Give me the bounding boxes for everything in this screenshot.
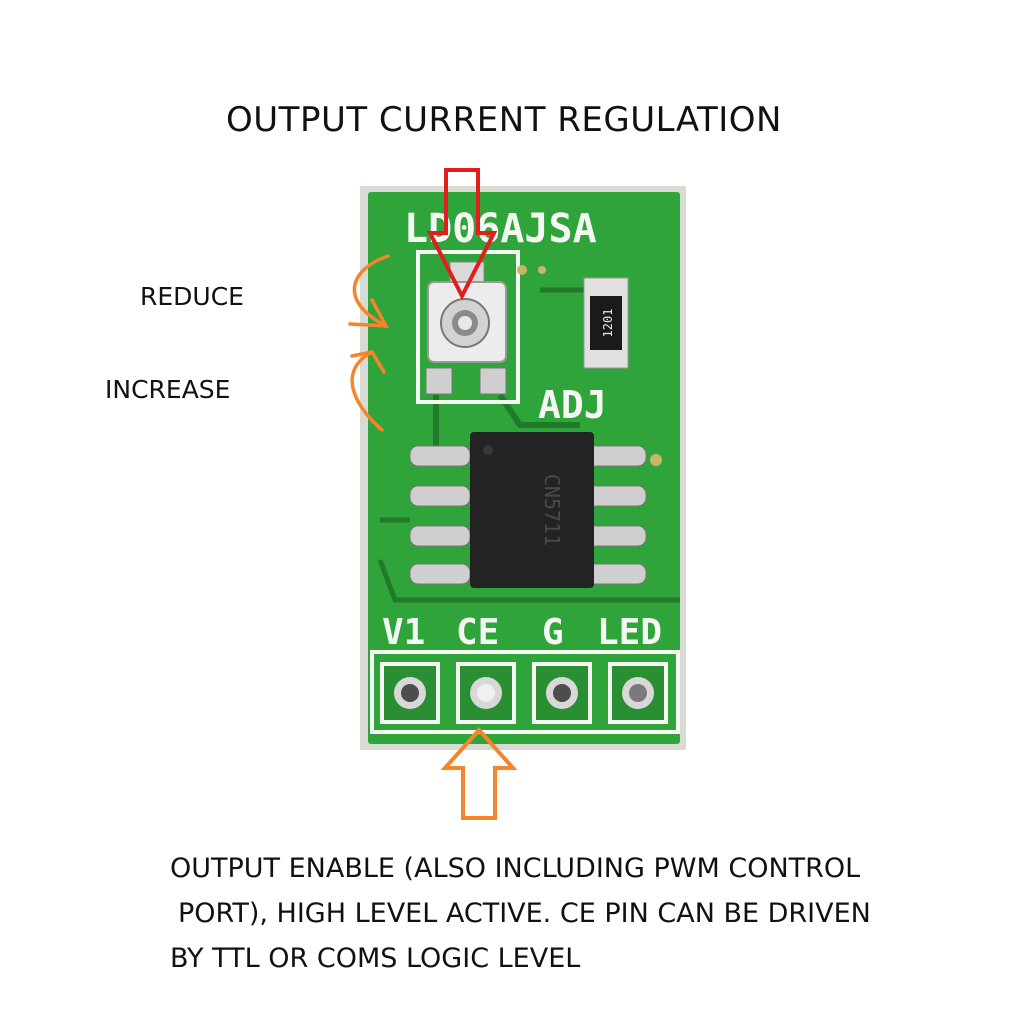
increase-label: INCREASE xyxy=(105,375,231,404)
output-enable-description: OUTPUT ENABLE (ALSO INCLUDING PWM CONTRO… xyxy=(168,846,928,981)
chip-marking: CN5711 xyxy=(540,474,564,546)
potentiometer[interactable] xyxy=(416,250,520,404)
ic-chip: CN5711 xyxy=(409,432,647,588)
description-line-1: OUTPUT ENABLE (ALSO INCLUDING PWM CONTRO… xyxy=(170,853,861,884)
pin-label-led: LED xyxy=(597,612,662,653)
pin-label-g: G xyxy=(542,612,564,653)
description-line-2: PORT), HIGH LEVEL ACTIVE. CE PIN CAN BE … xyxy=(178,898,871,929)
header-pins xyxy=(380,662,668,724)
pin-label-v1: V1 xyxy=(382,612,425,653)
pin-label-ce: CE xyxy=(456,612,499,653)
adj-label: ADJ xyxy=(538,383,607,427)
orange-arrow xyxy=(440,727,518,820)
rotation-arrows xyxy=(348,254,390,432)
smd-resistor: 1201 xyxy=(583,277,629,369)
description-line-3: BY TTL OR COMS LOGIC LEVEL xyxy=(170,943,581,974)
diagram-title: OUTPUT CURRENT REGULATION xyxy=(226,100,782,140)
resistor-code: 1201 xyxy=(601,309,615,338)
red-arrow xyxy=(426,168,498,301)
reduce-label: REDUCE xyxy=(140,282,244,311)
board-model-text: LD06AJSA xyxy=(404,206,597,252)
